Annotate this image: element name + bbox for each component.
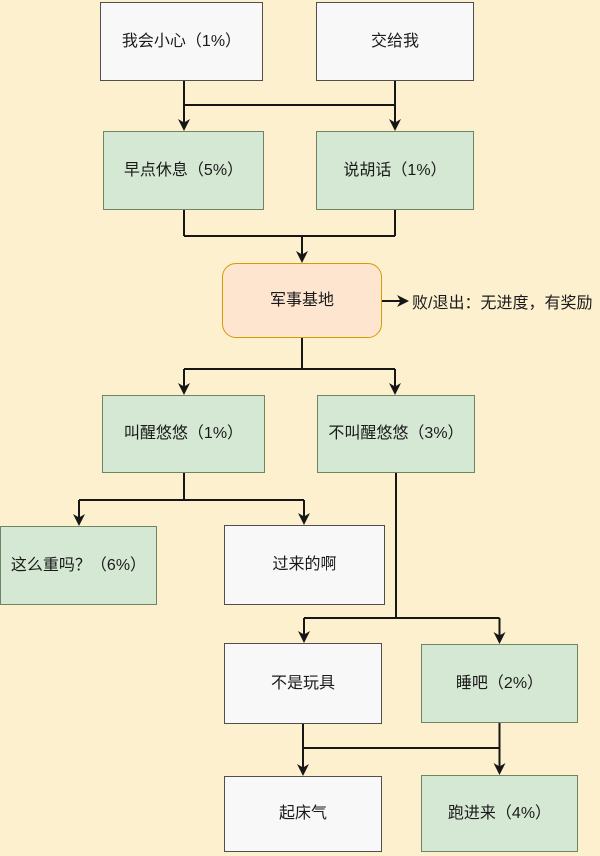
arrowhead [397, 295, 409, 307]
node-morning-grump: 起床气 [224, 776, 382, 852]
node-so-heavy: 这么重吗？（6%） [0, 526, 157, 605]
arrowhead [297, 764, 309, 776]
arrowhead [296, 251, 308, 263]
node-talk-nonsense: 说胡话（1%） [316, 131, 474, 210]
node-run-in: 跑进来（4%） [421, 775, 578, 852]
arrowhead [298, 513, 310, 525]
arrowhead [178, 119, 190, 131]
node-not-a-toy: 不是玩具 [224, 643, 382, 724]
arrowhead [73, 514, 85, 526]
fail-exit-note: 败/退出：无进度，有奖励 [412, 295, 593, 312]
node-military-base: 军事基地 [222, 263, 382, 338]
arrowhead [493, 632, 506, 644]
node-rest-early: 早点休息（5%） [103, 131, 264, 210]
node-sleep: 睡吧（2%） [421, 644, 578, 723]
arrowhead [389, 119, 401, 131]
node-be-careful: 我会小心（1%） [100, 2, 263, 81]
arrowhead [298, 631, 310, 643]
node-come-over: 过来的啊 [224, 525, 385, 605]
arrowhead [178, 383, 190, 395]
node-give-to-me: 交给我 [316, 2, 474, 81]
node-wake-youyou: 叫醒悠悠（1%） [102, 395, 265, 473]
arrowhead [389, 383, 401, 395]
node-not-wake-youyou: 不叫醒悠悠（3%） [317, 395, 475, 473]
arrowhead [493, 763, 506, 775]
